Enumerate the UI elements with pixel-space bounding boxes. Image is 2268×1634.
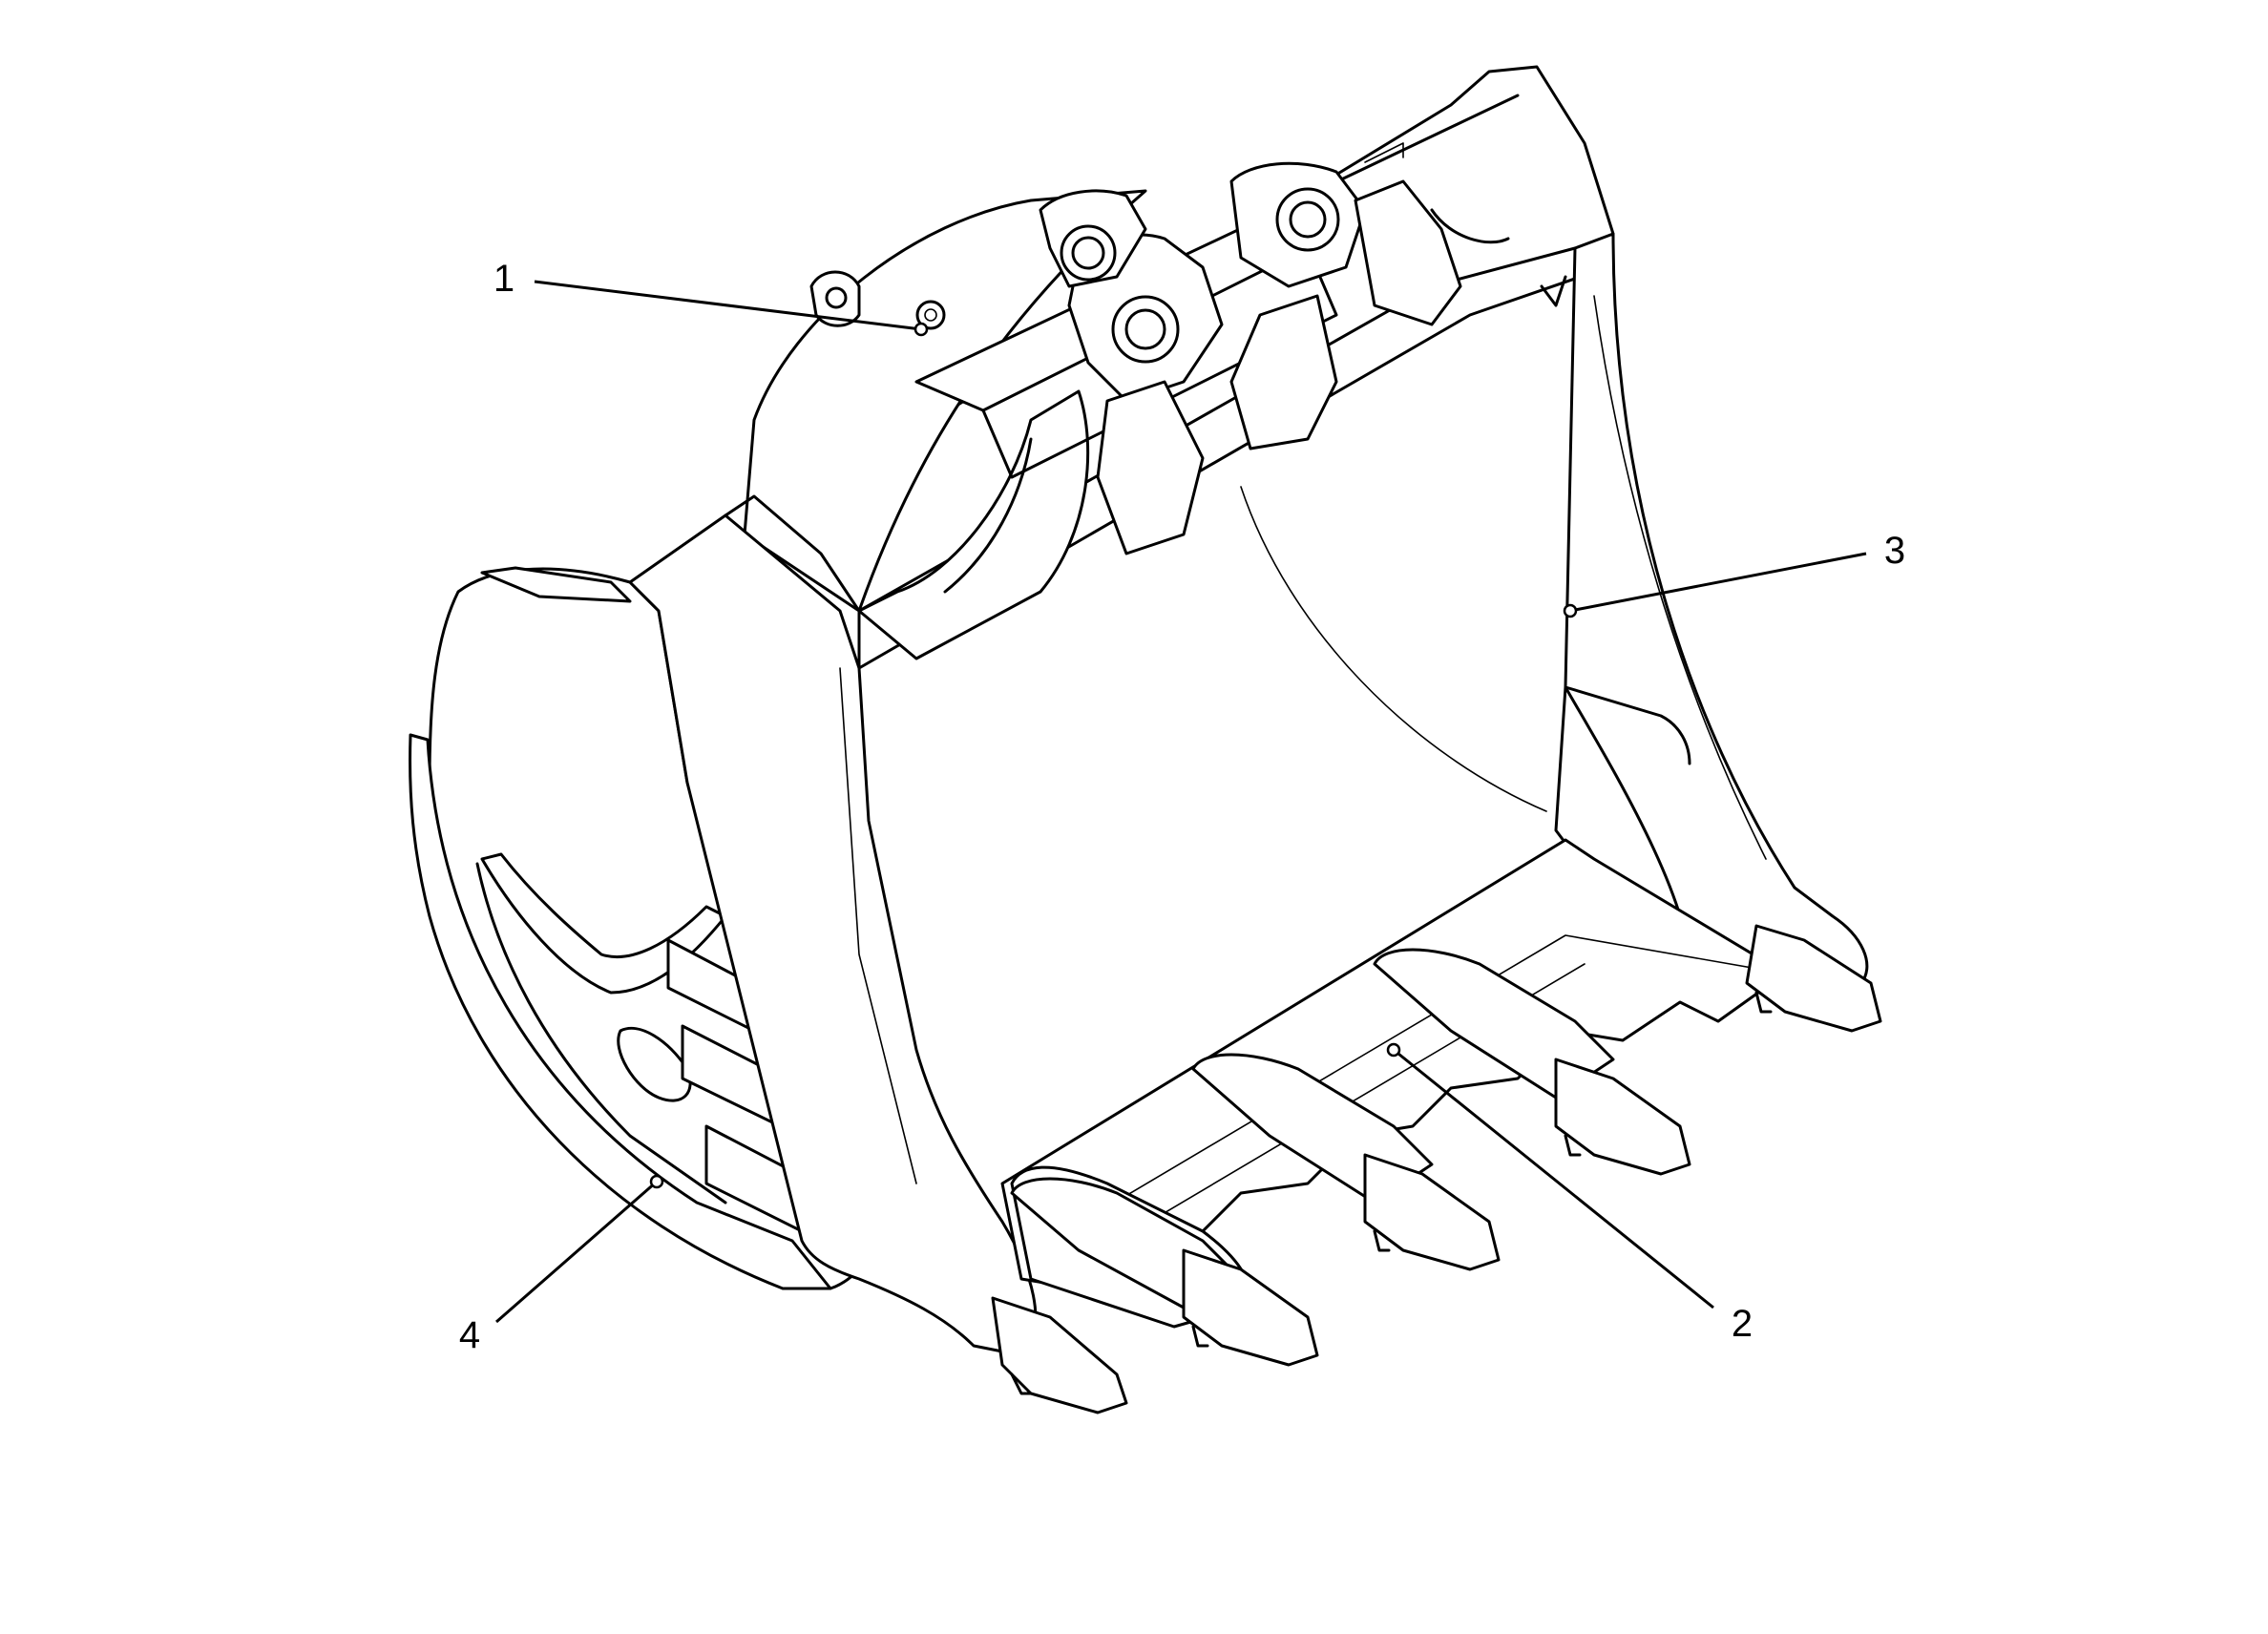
tooth-2 xyxy=(1010,1177,1319,1367)
callout-1: 1 xyxy=(494,258,929,337)
callout-3: 3 xyxy=(1563,530,1905,618)
tooth-4 xyxy=(1373,948,1691,1176)
callout-label-2: 2 xyxy=(1732,1303,1753,1345)
callout-2: 2 xyxy=(1386,1042,1753,1345)
callout-label-3: 3 xyxy=(1884,530,1905,572)
callout-4: 4 xyxy=(459,1174,664,1356)
bucket-teeth xyxy=(991,924,1882,1414)
tooth-5 xyxy=(1745,924,1882,1033)
hinge-assembly xyxy=(809,161,1510,660)
right-side-plate xyxy=(1554,232,1869,1014)
callout-label-1: 1 xyxy=(494,258,514,300)
tooth-3 xyxy=(1191,1053,1501,1271)
callout-label-4: 4 xyxy=(459,1314,480,1356)
